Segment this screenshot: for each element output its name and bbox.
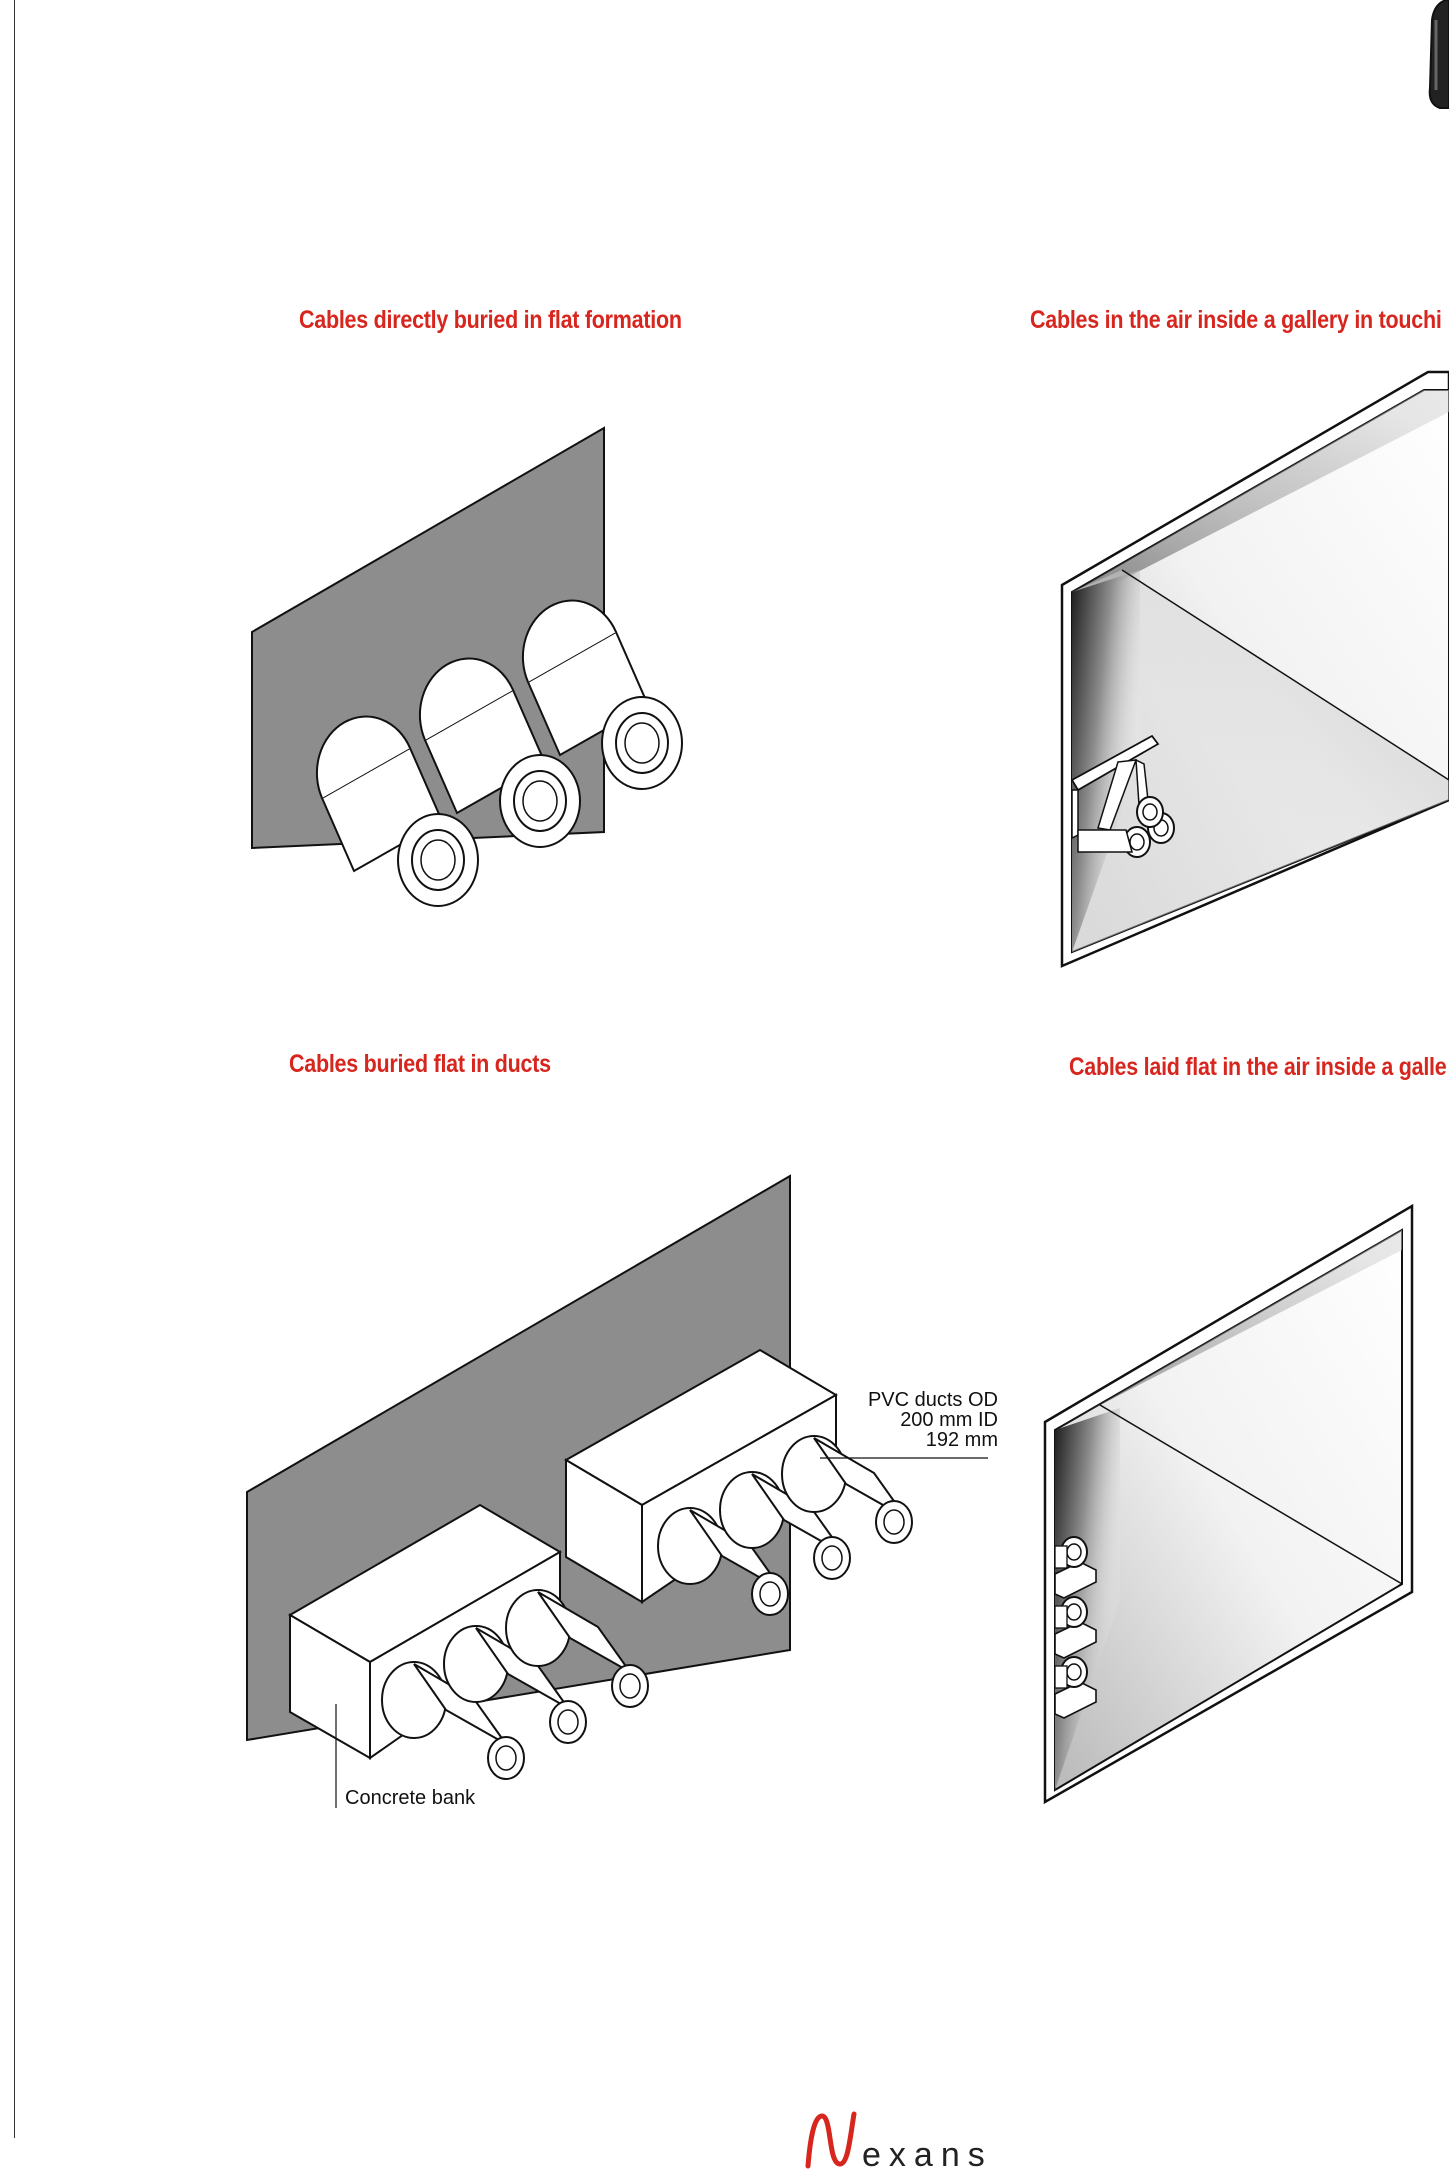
cropped-object-top-right: [1428, 0, 1449, 109]
title-gallery-flat: Cables laid flat in the air inside a gal…: [1069, 1053, 1447, 1081]
nexans-logo-text: exans: [862, 2136, 993, 2174]
gallery-flat-illustration: [1043, 1203, 1414, 1805]
direct-buried-illustration: [251, 426, 683, 907]
cable-middle: [418, 657, 581, 848]
buried-ducts-illustration: [246, 1174, 988, 1808]
cable-front: [315, 715, 479, 907]
title-direct-buried: Cables directly buried in flat formation: [299, 306, 682, 334]
title-gallery-touching: Cables in the air inside a gallery in to…: [1030, 306, 1442, 334]
shelf-cables: [1054, 1536, 1097, 1719]
page-border: [14, 0, 15, 2138]
duct-cables-left: [381, 1589, 649, 1780]
pvc-label-line2: 200 mm ID: [900, 1409, 998, 1431]
duct-cables-right: [657, 1435, 913, 1616]
concrete-bank-label: Concrete bank: [345, 1787, 476, 1809]
nexans-logo: exans: [804, 2110, 993, 2174]
cable-back: [521, 599, 683, 790]
nexans-n-icon: [805, 2111, 857, 2169]
pvc-label-line1: PVC ducts OD: [867, 1389, 998, 1411]
title-buried-ducts: Cables buried flat in ducts: [289, 1050, 551, 1078]
gallery-touching-illustration: [1060, 370, 1449, 968]
trefoil-cables: [1077, 796, 1175, 858]
pvc-label-line3: 192 mm: [925, 1429, 998, 1451]
